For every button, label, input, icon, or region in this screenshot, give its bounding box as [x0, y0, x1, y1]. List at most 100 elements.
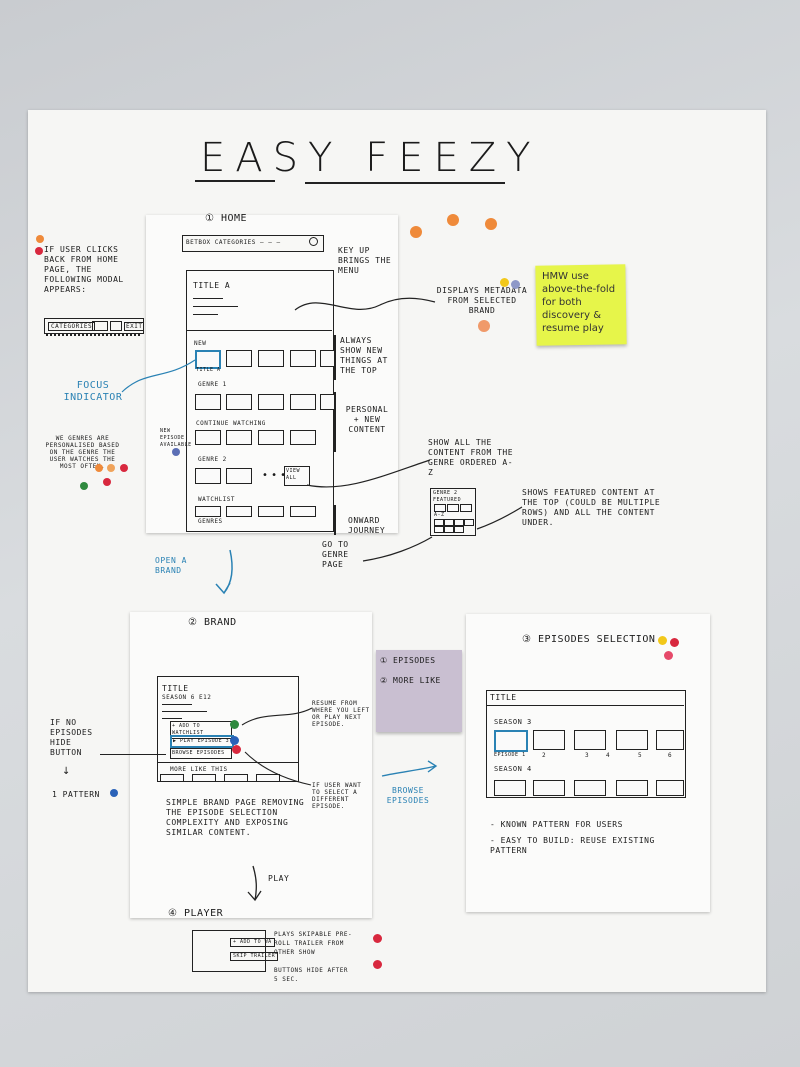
- modal-exit[interactable]: EXIT: [124, 322, 145, 331]
- browse-episodes-button[interactable]: BROWSE EPISODES: [170, 748, 232, 759]
- season4-label: SEASON 4: [494, 765, 532, 773]
- add-to-watchlist-button[interactable]: + ADD TO WA: [230, 938, 275, 947]
- genre1-tile[interactable]: [226, 394, 252, 410]
- new-tile[interactable]: [290, 350, 316, 367]
- genre1-tile[interactable]: [290, 394, 316, 410]
- more-like-tile[interactable]: [224, 774, 248, 782]
- az-tile[interactable]: [434, 526, 444, 533]
- home-heading: ① HOME: [205, 213, 248, 224]
- watchlist-tile[interactable]: [290, 506, 316, 517]
- season4-tile[interactable]: [533, 780, 565, 796]
- play-episode-button[interactable]: ▶ PLAY EPISODE 3: [170, 735, 234, 748]
- more-like-tile[interactable]: [192, 774, 216, 782]
- az-tile[interactable]: [434, 519, 444, 526]
- season4-tile[interactable]: [656, 780, 684, 796]
- green-dot: [80, 482, 88, 490]
- pattern-note: 1 PATTERN: [52, 790, 100, 799]
- bracket-new: [334, 335, 336, 380]
- row-genre2-label: GENRE 2: [198, 456, 227, 463]
- episode-1-label: EPISODE 1: [494, 752, 526, 758]
- az-tile[interactable]: [444, 519, 454, 526]
- view-all-tile[interactable]: [284, 466, 310, 486]
- bracket-onward: [334, 505, 336, 535]
- genre2-tile[interactable]: [195, 468, 221, 484]
- watchlist-tile[interactable]: [258, 506, 284, 517]
- new-episode-note: NEW EPISODE AVAILABLE: [160, 428, 192, 448]
- season4-tile[interactable]: [574, 780, 606, 796]
- player-heading: ④ PLAYER: [168, 908, 224, 919]
- season4-tile[interactable]: [616, 780, 648, 796]
- row-watchlist-label: WATCHLIST: [198, 496, 236, 503]
- az-tile[interactable]: [444, 526, 454, 533]
- genre1-tile[interactable]: [258, 394, 284, 410]
- play-arrow: [247, 865, 262, 902]
- board-title: EASY FEEZY: [200, 135, 541, 181]
- episode-tile[interactable]: [533, 730, 565, 750]
- focus-indicator-note: FOCUS INDICATOR: [63, 380, 123, 403]
- modal-dash-button[interactable]: [92, 321, 108, 331]
- add-watchlist-button[interactable]: + ADD TO WATCHLIST: [170, 721, 232, 739]
- personal-note: PERSONAL + NEW CONTENT: [345, 405, 389, 434]
- episode-num: 2: [542, 752, 547, 759]
- hero-divider: [186, 330, 332, 332]
- genre2-tile[interactable]: [226, 468, 252, 484]
- brand-heading: ② BRAND: [188, 617, 237, 628]
- open-brand-note: OPEN A BRAND: [155, 556, 187, 575]
- modal-categories[interactable]: CATEGORIES: [48, 322, 96, 331]
- red-dot: [373, 934, 382, 943]
- ellipsis: • • •: [262, 470, 287, 481]
- row-continue-label: CONTINUE WATCHING: [196, 420, 266, 427]
- season4-tile[interactable]: [494, 780, 526, 796]
- more-like-tile[interactable]: [256, 774, 280, 782]
- always-new-note: ALWAYS SHOW NEW THINGS AT THE TOP: [340, 336, 388, 375]
- continue-tile[interactable]: [226, 430, 252, 445]
- new-tile[interactable]: [226, 350, 252, 367]
- green-dot: [230, 720, 239, 729]
- home-title-a: TITLE A: [193, 281, 231, 290]
- brand-divider: [157, 762, 299, 764]
- tab-more-like: ② MORE LIKE: [380, 676, 441, 685]
- red-dot: [120, 464, 128, 472]
- az-tile[interactable]: [464, 519, 474, 526]
- continue-tile[interactable]: [258, 430, 284, 445]
- red-dot: [670, 638, 679, 647]
- continue-tile[interactable]: [195, 430, 221, 445]
- title-underline-1: [195, 180, 275, 182]
- metadata-arrow: [294, 297, 436, 311]
- select-note: IF USER WANT TO SELECT A DIFFERENT EPISO…: [312, 782, 362, 810]
- watchlist-tile[interactable]: [226, 506, 252, 517]
- episodes-heading: ③ EPISODES SELECTION: [522, 634, 656, 645]
- continue-tile[interactable]: [290, 430, 316, 445]
- episodes-title-line: [486, 705, 684, 707]
- genre1-tile[interactable]: [320, 394, 336, 410]
- red-dot: [373, 960, 382, 969]
- new-tile[interactable]: [258, 350, 284, 367]
- search-icon: [309, 237, 318, 246]
- episode-tile[interactable]: [616, 730, 648, 750]
- key-up-note: KEY UP BRINGS THE MENU: [338, 246, 392, 275]
- no-episodes-line: [100, 754, 166, 756]
- watchlist-tile[interactable]: [195, 506, 221, 517]
- episode-tile[interactable]: [656, 730, 684, 750]
- genre1-tile[interactable]: [195, 394, 221, 410]
- az-tile[interactable]: [454, 519, 464, 526]
- displays-metadata-note: DISPLAYS METADATA FROM SELECTED BRAND: [436, 286, 528, 315]
- focused-tile[interactable]: [195, 350, 221, 369]
- view-all-label: VIEW ALL: [286, 468, 301, 481]
- episode-1-tile[interactable]: [494, 730, 528, 752]
- modal-search-button[interactable]: [110, 321, 122, 331]
- az-tile[interactable]: [454, 526, 464, 533]
- skip-trailer-button[interactable]: SKIP TRAILER: [230, 952, 279, 961]
- featured-tile[interactable]: [447, 504, 459, 512]
- featured-tile[interactable]: [460, 504, 472, 512]
- more-like-tile[interactable]: [160, 774, 184, 782]
- home-menu-bar: [182, 235, 324, 252]
- featured-tile[interactable]: [434, 504, 446, 512]
- row-genre1-label: GENRE 1: [198, 381, 227, 388]
- episodes-note-1: - KNOWN PATTERN FOR USERS: [490, 820, 623, 829]
- new-tile[interactable]: [320, 350, 336, 367]
- brand-title: TITLE: [162, 684, 189, 693]
- meta-line-3: [193, 314, 218, 316]
- episode-tile[interactable]: [574, 730, 606, 750]
- show-all-arrow: [306, 459, 431, 488]
